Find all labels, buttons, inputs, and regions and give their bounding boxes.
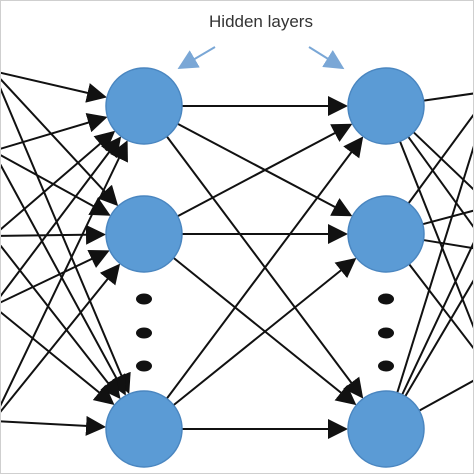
input-edge: [1, 130, 116, 231]
input-edge: [1, 249, 110, 304]
hidden-layer-2-node: [347, 390, 425, 468]
output-edge: [423, 239, 473, 250]
hidden-edge: [172, 257, 357, 406]
output-edge: [423, 92, 473, 102]
input-edge: [1, 244, 121, 400]
input-edge: [1, 311, 115, 406]
ellipsis-dot: [136, 327, 152, 339]
title-arrow-left: [177, 46, 216, 70]
hidden-layers-title: Hidden layers: [209, 12, 313, 31]
output-edge: [399, 140, 473, 329]
output-edge: [407, 113, 473, 204]
ellipsis-dot: [378, 360, 394, 372]
input-edge: [1, 163, 126, 396]
input-edge: [1, 78, 119, 207]
input-edge: [1, 154, 111, 216]
input-edge: [1, 140, 128, 407]
title-arrows: [177, 46, 345, 70]
network-nodes: [105, 67, 425, 468]
hidden-edge: [177, 123, 353, 218]
ellipsis-dot: [378, 293, 394, 305]
output-edge: [422, 209, 473, 226]
hidden-edge: [165, 136, 364, 400]
input-edge: [1, 71, 107, 103]
hidden-edge: [172, 257, 357, 406]
input-edge: [1, 136, 122, 298]
hidden-edge: [177, 122, 353, 217]
hidden-layer-1-node: [105, 195, 183, 273]
hidden-edge: [165, 135, 364, 399]
ellipsis-dot: [136, 360, 152, 372]
input-edge: [1, 415, 107, 436]
output-edge: [418, 379, 473, 412]
input-edge: [1, 263, 121, 413]
hidden-layer-1-node: [105, 390, 183, 468]
output-edge: [404, 279, 473, 397]
output-edge: [401, 241, 473, 396]
ellipsis-dots: [136, 293, 394, 372]
network-edges: [1, 71, 473, 439]
output-edge: [396, 145, 473, 394]
ellipsis-dot: [136, 293, 152, 305]
title-arrow-right: [308, 46, 345, 70]
input-edge: [1, 112, 108, 150]
ellipsis-dot: [378, 327, 394, 339]
hidden-layer-1-node: [105, 67, 183, 145]
input-edge: [1, 224, 107, 245]
output-edge: [412, 131, 473, 191]
hidden-layer-2-node: [347, 67, 425, 145]
hidden-layer-2-node: [347, 195, 425, 273]
input-edge: [1, 87, 131, 394]
output-edge: [408, 263, 473, 350]
output-edge: [407, 136, 473, 228]
